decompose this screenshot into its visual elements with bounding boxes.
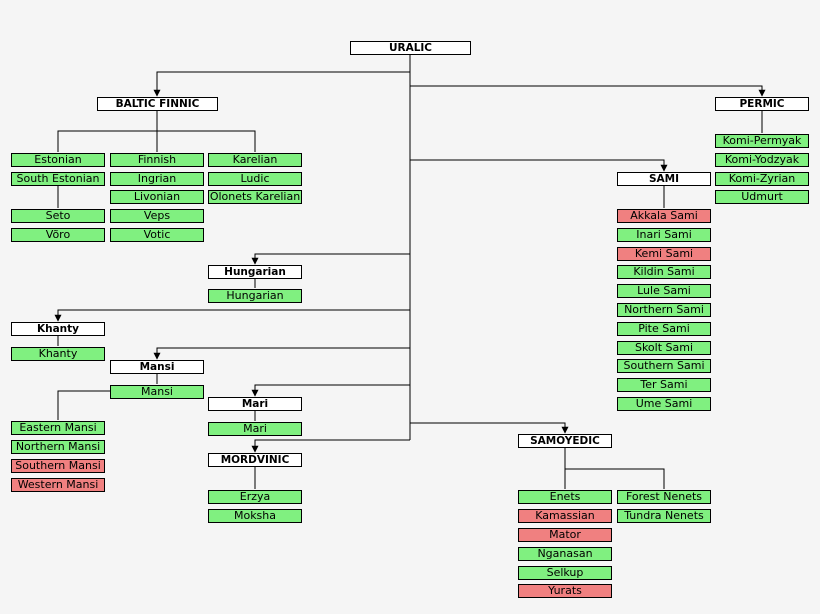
lang-ume-sami: Ume Sami [617, 397, 711, 411]
node-hungarian: Hungarian [208, 265, 302, 279]
lang-karelian: Karelian [208, 153, 302, 167]
arrow-connector [251, 439, 410, 453]
lang-komi-permyak: Komi-Permyak [715, 134, 809, 148]
lang-enets: Enets [518, 490, 612, 504]
lang-mari: Mari [208, 422, 302, 436]
arrow-connector [54, 309, 410, 322]
lang-tundra-nenets: Tundra Nenets [617, 509, 711, 523]
lang-skolt-sami: Skolt Sami [617, 341, 711, 355]
lang-selkup: Selkup [518, 566, 612, 580]
node-samoyedic: SAMOYEDIC [518, 434, 612, 448]
lang-estonian: Estonian [11, 153, 105, 167]
lang-erzya: Erzya [208, 490, 302, 504]
lang-eastern-mansi: Eastern Mansi [11, 421, 105, 435]
node-baltic-finnic: BALTIC FINNIC [97, 97, 218, 111]
node-uralic: URALIC [350, 41, 471, 55]
lang-pite-sami: Pite Sami [617, 322, 711, 336]
lang-lule-sami: Lule Sami [617, 284, 711, 298]
lang-ludic: Ludic [208, 172, 302, 186]
node-khanty: Khanty [11, 322, 105, 336]
node-mari: Mari [208, 397, 302, 411]
lang-livonian: Livonian [110, 190, 204, 204]
lang-kemi-sami: Kemi Sami [617, 247, 711, 261]
lang-votic: Votic [110, 228, 204, 242]
arrow-connector [153, 71, 410, 97]
lang-inari-sami: Inari Sami [617, 228, 711, 242]
lang-southern-sami: Southern Sami [617, 359, 711, 373]
lang-northern-sami: Northern Sami [617, 303, 711, 317]
node-mansi-sub: Mansi [110, 385, 204, 399]
lang-nganasan: Nganasan [518, 547, 612, 561]
node-sami: SAMI [617, 172, 711, 186]
node-mansi: Mansi [110, 360, 204, 374]
lang-forest-nenets: Forest Nenets [617, 490, 711, 504]
arrow-connector [410, 159, 668, 172]
arrow-connector [153, 347, 410, 360]
lang-komi-yodzyak: Komi-Yodzyak [715, 153, 809, 167]
arrow-connector [251, 384, 410, 397]
lang-veps: Veps [110, 209, 204, 223]
lang-southern-mansi: Southern Mansi [11, 459, 105, 473]
lang-mator: Mator [518, 528, 612, 542]
lang-yurats: Yurats [518, 584, 612, 598]
lang-akkala-sami: Akkala Sami [617, 209, 711, 223]
node-permic: PERMIC [715, 97, 809, 111]
lang-kamassian: Kamassian [518, 509, 612, 523]
lang-finnish: Finnish [110, 153, 204, 167]
lang-western-mansi: Western Mansi [11, 478, 105, 492]
node-mordvinic: MORDVINIC [208, 453, 302, 467]
lang-kildin-sami: Kildin Sami [617, 265, 711, 279]
lang-moksha: Moksha [208, 509, 302, 523]
tree-connector [564, 448, 665, 489]
arrow-connector [410, 422, 569, 434]
lang-ingrian: Ingrian [110, 172, 204, 186]
lang-ter-sami: Ter Sami [617, 378, 711, 392]
arrow-connector [410, 85, 766, 97]
arrow-connector [251, 253, 410, 265]
lang-voro: Võro [11, 228, 105, 242]
lang-udmurt: Udmurt [715, 190, 809, 204]
lang-khanty: Khanty [11, 347, 105, 361]
lang-olonets-karelian: Olonets Karelian [208, 190, 302, 204]
lang-northern-mansi: Northern Mansi [11, 440, 105, 454]
lang-seto: Seto [11, 209, 105, 223]
lang-komi-zyrian: Komi-Zyrian [715, 172, 809, 186]
lang-south-estonian: South Estonian [11, 172, 105, 186]
lang-hungarian: Hungarian [208, 289, 302, 303]
